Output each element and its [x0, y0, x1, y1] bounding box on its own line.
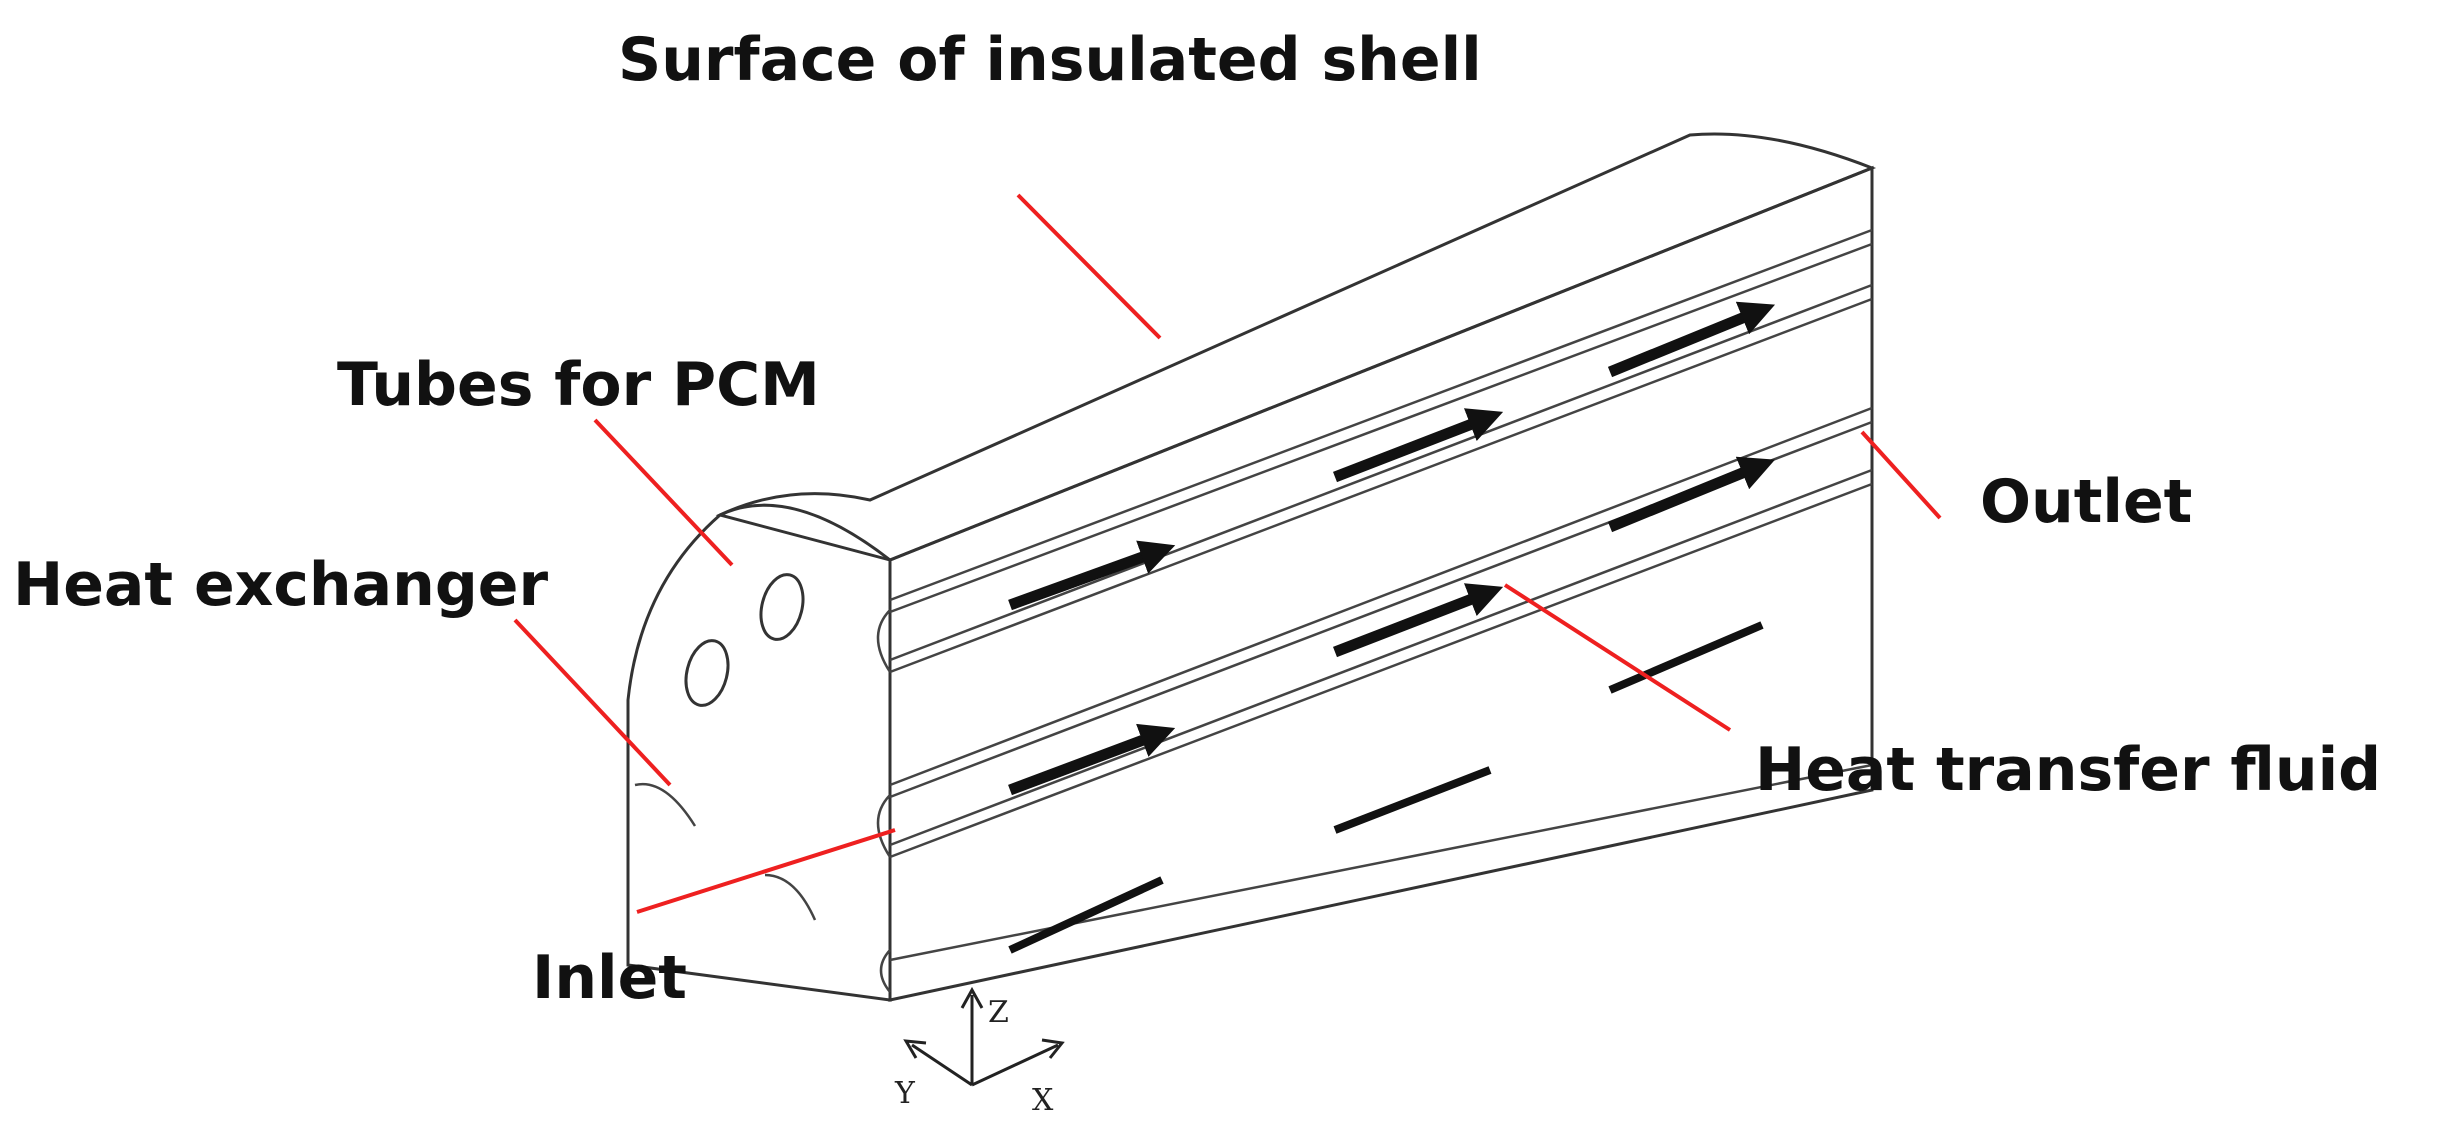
pointer-heat-transfer-fluid	[1503, 583, 1732, 732]
pointer-heat-exchanger	[513, 618, 672, 787]
exchanger-body	[626, 132, 1877, 1002]
heat-exchanger-tubes	[634, 782, 817, 921]
insulated-shell-side-face	[888, 165, 1874, 1002]
axis-z-label: Z	[988, 995, 1009, 1030]
bottom-bars	[1008, 621, 1764, 954]
label-heat-transfer-fluid: Heat transfer fluid	[1755, 735, 2381, 805]
pointer-outlet	[1860, 430, 1942, 520]
flow-arrow	[1333, 583, 1504, 658]
label-inlet: Inlet	[532, 943, 687, 1013]
edge-notches	[876, 609, 892, 993]
flow-arrow	[1008, 723, 1176, 796]
pointer-inlet	[636, 828, 896, 914]
pcm-tube-lower	[684, 639, 730, 707]
flow-arrow	[1607, 456, 1776, 533]
insulated-shell-end-face	[626, 503, 892, 1002]
pointer-lines	[513, 193, 1942, 914]
insulated-shell-top-surface	[715, 132, 1877, 562]
axis-triad	[903, 986, 1065, 1087]
label-outlet: Outlet	[1980, 467, 2192, 537]
label-heat-exchanger: Heat exchanger	[13, 550, 548, 620]
axis-y-label: Y	[894, 1076, 916, 1111]
axis-x-label: X	[1032, 1083, 1054, 1118]
label-surface-of-insulated-shell: Surface of insulated shell	[618, 25, 1482, 95]
flow-arrow	[1008, 540, 1176, 611]
label-tubes-for-pcm: Tubes for PCM	[337, 350, 820, 420]
pointer-surface	[1016, 193, 1162, 340]
flow-arrow	[1607, 301, 1776, 378]
pcm-tube-upper	[759, 573, 805, 641]
flow-arrow	[1333, 408, 1504, 483]
pointer-tubes-pcm	[593, 418, 734, 567]
flow-arrows	[1008, 301, 1776, 796]
side-tube-lines	[889, 228, 1873, 962]
pcm-tubes	[684, 573, 805, 707]
